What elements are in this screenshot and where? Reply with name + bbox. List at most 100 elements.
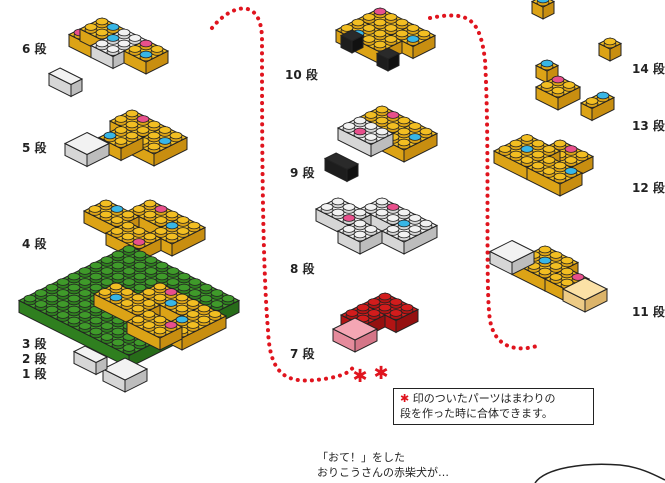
stud [121, 221, 135, 230]
stud [142, 310, 156, 318]
stud [542, 167, 556, 175]
brick [525, 155, 584, 197]
step-label-9: 9 段 [290, 166, 315, 180]
stud [56, 300, 70, 308]
stud [564, 145, 578, 153]
stud [106, 23, 120, 31]
stud [384, 13, 398, 21]
stud [553, 161, 567, 170]
stud [596, 91, 610, 100]
dotted-path-right [428, 13, 542, 351]
stud [375, 116, 389, 125]
stud [509, 150, 523, 159]
stud [109, 293, 123, 302]
stud [386, 122, 400, 130]
stud [562, 81, 576, 89]
stud [142, 299, 156, 307]
stud [564, 167, 578, 175]
stud [375, 208, 389, 217]
stud [144, 278, 158, 286]
stud [342, 122, 356, 130]
stud [356, 303, 370, 312]
stud [95, 17, 109, 26]
stud [154, 216, 168, 224]
stud [165, 232, 179, 241]
stud [531, 150, 545, 159]
stud [408, 133, 422, 141]
stud [342, 203, 356, 211]
stud [155, 272, 169, 281]
stud [143, 199, 157, 208]
stud [175, 315, 189, 324]
stud [408, 122, 422, 130]
stud [397, 219, 411, 228]
stud [110, 216, 124, 224]
stud [133, 261, 147, 270]
stud [187, 221, 201, 230]
stud [153, 315, 167, 324]
stud [133, 250, 147, 259]
stud [106, 45, 120, 53]
stud [120, 299, 134, 307]
stud [176, 216, 190, 224]
stud [122, 278, 136, 286]
stud [320, 203, 334, 211]
stud [122, 256, 136, 264]
brick [314, 197, 373, 239]
stud [395, 29, 409, 38]
stud [111, 250, 125, 259]
stud [197, 304, 211, 313]
stud [373, 18, 387, 27]
stud [549, 262, 563, 270]
stud [78, 322, 92, 330]
stud [221, 294, 235, 303]
stud [353, 116, 367, 125]
brick [125, 309, 184, 351]
stud [177, 283, 191, 292]
stud [45, 294, 59, 303]
stud [154, 205, 168, 213]
stud [378, 292, 392, 301]
stud [136, 126, 150, 134]
stud [120, 288, 134, 296]
stud [99, 210, 113, 219]
stud [540, 81, 554, 89]
stud [67, 305, 81, 314]
stud [375, 197, 389, 206]
stud [531, 139, 545, 148]
stud [56, 278, 70, 286]
stud [188, 278, 202, 286]
stud [67, 294, 81, 303]
stud [56, 289, 70, 297]
stud [186, 299, 200, 307]
stud [111, 272, 125, 281]
stud [128, 34, 142, 42]
stud [169, 131, 183, 140]
brick [579, 91, 616, 122]
stud [542, 156, 556, 164]
stud [536, 0, 550, 4]
stud [542, 145, 556, 153]
stud [100, 333, 114, 341]
stud [364, 133, 378, 141]
step-label-1: 1 段 [22, 367, 47, 381]
stud [397, 127, 411, 136]
stud [121, 210, 135, 219]
stud [78, 278, 92, 286]
stud [520, 134, 534, 142]
stud [397, 208, 411, 217]
stud [175, 293, 189, 302]
stud [345, 309, 359, 317]
stud [549, 251, 563, 259]
stud [389, 298, 403, 306]
step-label-5: 5 段 [22, 141, 47, 155]
stud [362, 13, 376, 21]
stud [100, 256, 114, 264]
note-line-1: 印のついたパーツはまわりの [412, 392, 556, 405]
stud [67, 283, 81, 292]
brick [488, 239, 536, 276]
speech-bubble-edge [534, 463, 665, 483]
brick [72, 345, 109, 376]
stud [400, 303, 414, 312]
stud [125, 120, 139, 129]
